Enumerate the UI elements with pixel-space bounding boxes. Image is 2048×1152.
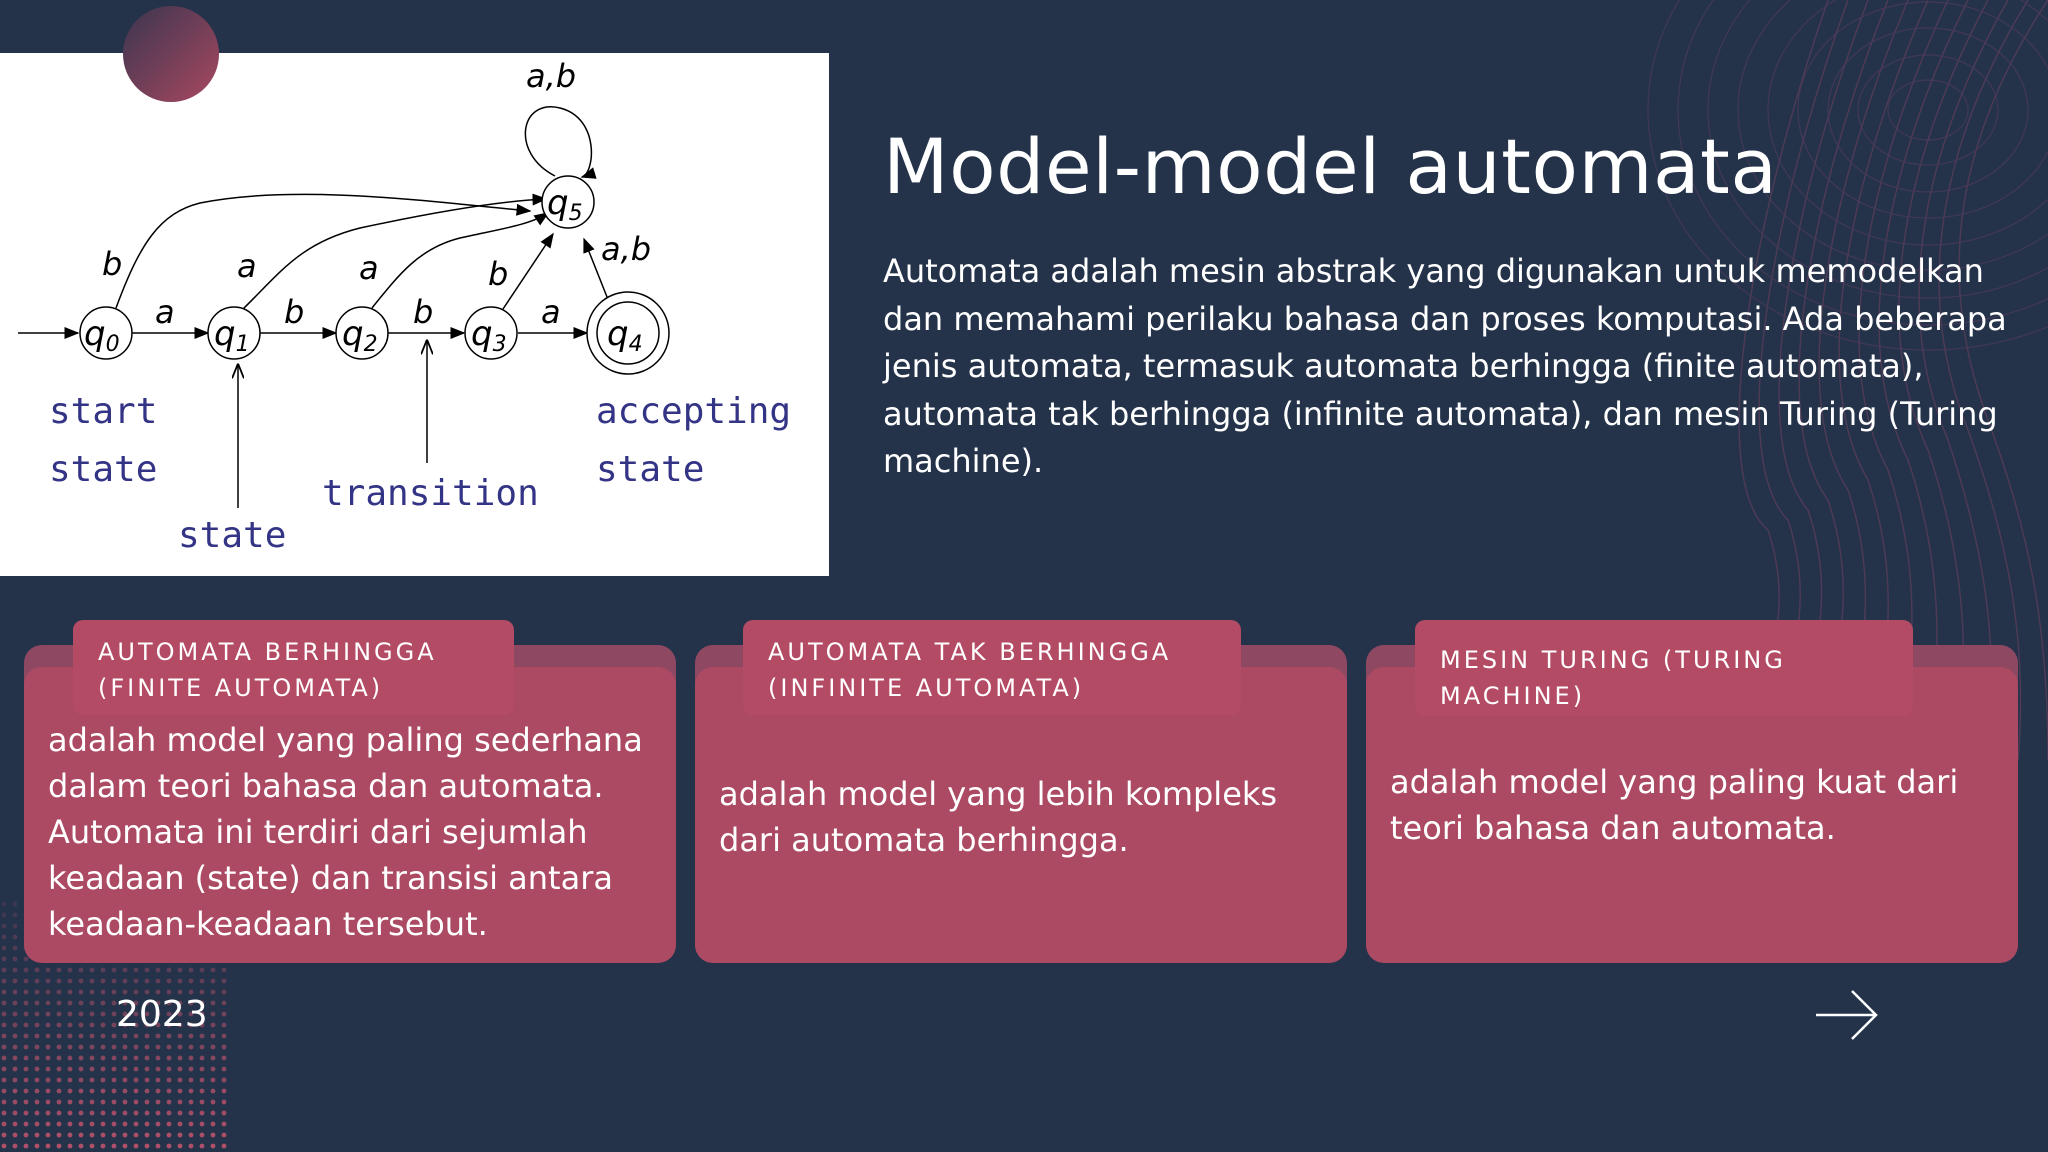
card-finite-automata: adalah model yang paling sederhana dalam… xyxy=(24,667,676,963)
automaton-diagram: q0 q1 q2 q3 q4 q5 a b b a b a a b a,b a,… xyxy=(0,53,829,576)
year-label: 2023 xyxy=(116,994,208,1035)
transition-q0-q5 xyxy=(115,193,532,309)
card-3-tab-title: MESIN TURING (TURING MACHINE) xyxy=(1415,620,1913,716)
card-3-text: adalah model yang paling kuat dari teori… xyxy=(1390,763,1959,847)
annotation-state: state xyxy=(178,515,286,556)
transition-q2-q5 xyxy=(371,212,550,309)
state-label-q3: q3 xyxy=(471,314,507,357)
annotation-accepting-state-2: state xyxy=(596,449,704,490)
state-q4-inner xyxy=(596,301,660,365)
transition-label-q5-loop: a,b xyxy=(526,57,576,95)
wave-pattern-decoration xyxy=(1647,0,2048,760)
transition-label-q2-q3: b xyxy=(413,293,433,331)
card-1-text: adalah model yang paling sederhana dalam… xyxy=(48,721,643,943)
state-q2 xyxy=(335,306,389,360)
transition-q5-loop xyxy=(524,106,597,179)
intro-paragraph: Automata adalah mesin abstrak yang digun… xyxy=(883,252,2007,480)
automaton-diagram-svg: q0 q1 q2 q3 q4 q5 a b b a b a a b a,b a,… xyxy=(18,57,791,556)
transition-label-q1-q5: a xyxy=(237,247,257,285)
transition-label-q4-q5: a,b xyxy=(601,230,651,268)
next-slide-button[interactable] xyxy=(1812,985,1882,1045)
state-q3 xyxy=(464,306,518,360)
state-label-q2: q2 xyxy=(342,314,378,357)
state-q1 xyxy=(207,306,261,360)
state-q5 xyxy=(541,175,595,229)
slide-title: Model-model automata xyxy=(883,122,1778,211)
transition-label-q3-q5: b xyxy=(488,255,508,293)
transition-label-q0-q1: a xyxy=(155,293,175,331)
annotation-start-state-2: state xyxy=(49,449,157,490)
card-infinite-automata: adalah model yang lebih kompleks dari au… xyxy=(695,667,1347,963)
transition-label-q3-q4: a xyxy=(541,293,561,331)
state-label-q0: q0 xyxy=(84,314,120,357)
transition-label-q0-q5: b xyxy=(102,245,122,283)
transition-label-q1-q2: b xyxy=(284,293,304,331)
state-label-q5: q5 xyxy=(547,183,583,226)
transition-q4-q5 xyxy=(583,237,610,303)
state-label-q4: q4 xyxy=(607,314,643,357)
arrow-right-icon xyxy=(1816,990,1878,1040)
state-label-q1: q1 xyxy=(214,314,250,357)
transition-q3-q5 xyxy=(502,232,554,310)
annotation-start-state-1: start xyxy=(49,391,157,432)
card-1-tab-title: AUTOMATA BERHINGGA (FINITE AUTOMATA) xyxy=(73,620,514,715)
card-2-tab-title: AUTOMATA TAK BERHINGGA (INFINITE AUTOMAT… xyxy=(743,620,1241,715)
decorative-circle xyxy=(123,6,219,102)
transition-label-q2-q5: a xyxy=(359,249,379,287)
card-2-text: adalah model yang lebih kompleks dari au… xyxy=(719,775,1278,859)
card-turing-machine: adalah model yang paling kuat dari teori… xyxy=(1366,667,2018,963)
transition-q1-q5 xyxy=(242,193,548,310)
annotation-accepting-state-1: accepting xyxy=(596,391,791,432)
state-q0 xyxy=(79,306,133,360)
annotation-transition: transition xyxy=(322,473,539,514)
